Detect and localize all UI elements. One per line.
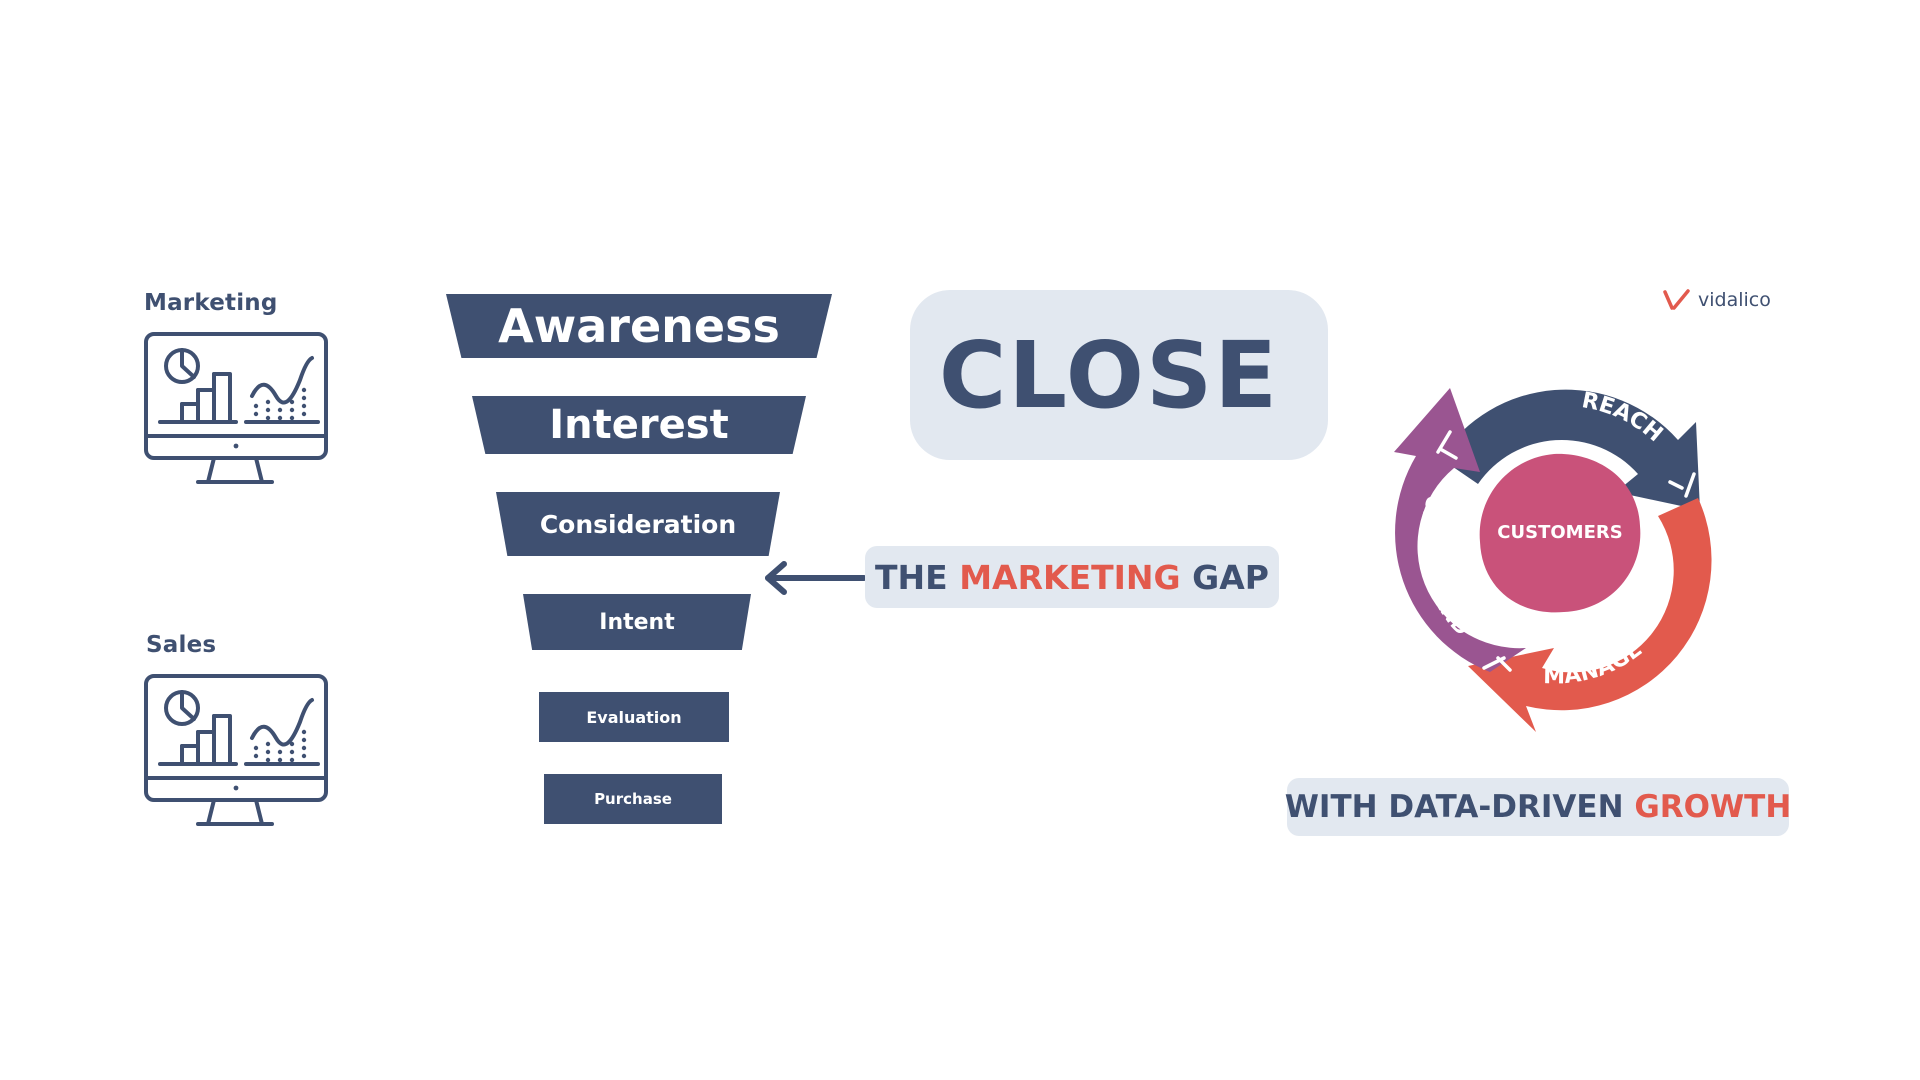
growth-text-accent: GROWTH xyxy=(1634,789,1792,825)
understand-chevron xyxy=(1440,448,1458,460)
customers-circle xyxy=(1479,453,1641,613)
funnel-step-intent: Intent xyxy=(523,594,751,650)
funnel-step-awareness: Awareness xyxy=(446,294,832,358)
data-driven-growth-box: WITH DATA-DRIVEN GROWTH xyxy=(1284,778,1792,836)
close-text: CLOSE xyxy=(938,321,1280,429)
left-arrow-icon xyxy=(765,561,867,595)
reach-chevron xyxy=(1668,480,1684,490)
gap-text-part1: THE xyxy=(875,557,960,597)
funnel-step-purchase: Purchase xyxy=(544,774,722,824)
gap-text-accent: MARKETING xyxy=(959,557,1181,597)
close-box: CLOSE xyxy=(910,290,1328,460)
sales-label: Sales xyxy=(146,632,217,658)
reach-arc xyxy=(1440,389,1700,510)
cycle-diagram: CUSTOMERS REACH MANAGE UNDERSTAND xyxy=(1394,388,1712,732)
marketing-label: Marketing xyxy=(144,290,278,316)
vidalico-logo: vidalico xyxy=(1662,288,1771,312)
funnel-step-evaluation: Evaluation xyxy=(539,692,729,742)
funnel-step-interest: Interest xyxy=(472,396,806,454)
funnel-step-consideration: Consideration xyxy=(496,492,780,556)
manage-arc xyxy=(1468,498,1712,732)
growth-text-part1: WITH DATA-DRIVEN xyxy=(1284,789,1635,825)
sales-dashboard-icon xyxy=(144,674,328,826)
understand-arc xyxy=(1394,388,1526,672)
gap-text-part3: GAP xyxy=(1180,557,1269,597)
logo-text: vidalico xyxy=(1698,289,1771,311)
customers-label: CUSTOMERS xyxy=(1497,522,1622,543)
vidalico-logo-mark-icon xyxy=(1663,289,1690,310)
marketing-dashboard-icon xyxy=(144,332,328,484)
marketing-gap-box: THE MARKETING GAP xyxy=(865,546,1279,608)
